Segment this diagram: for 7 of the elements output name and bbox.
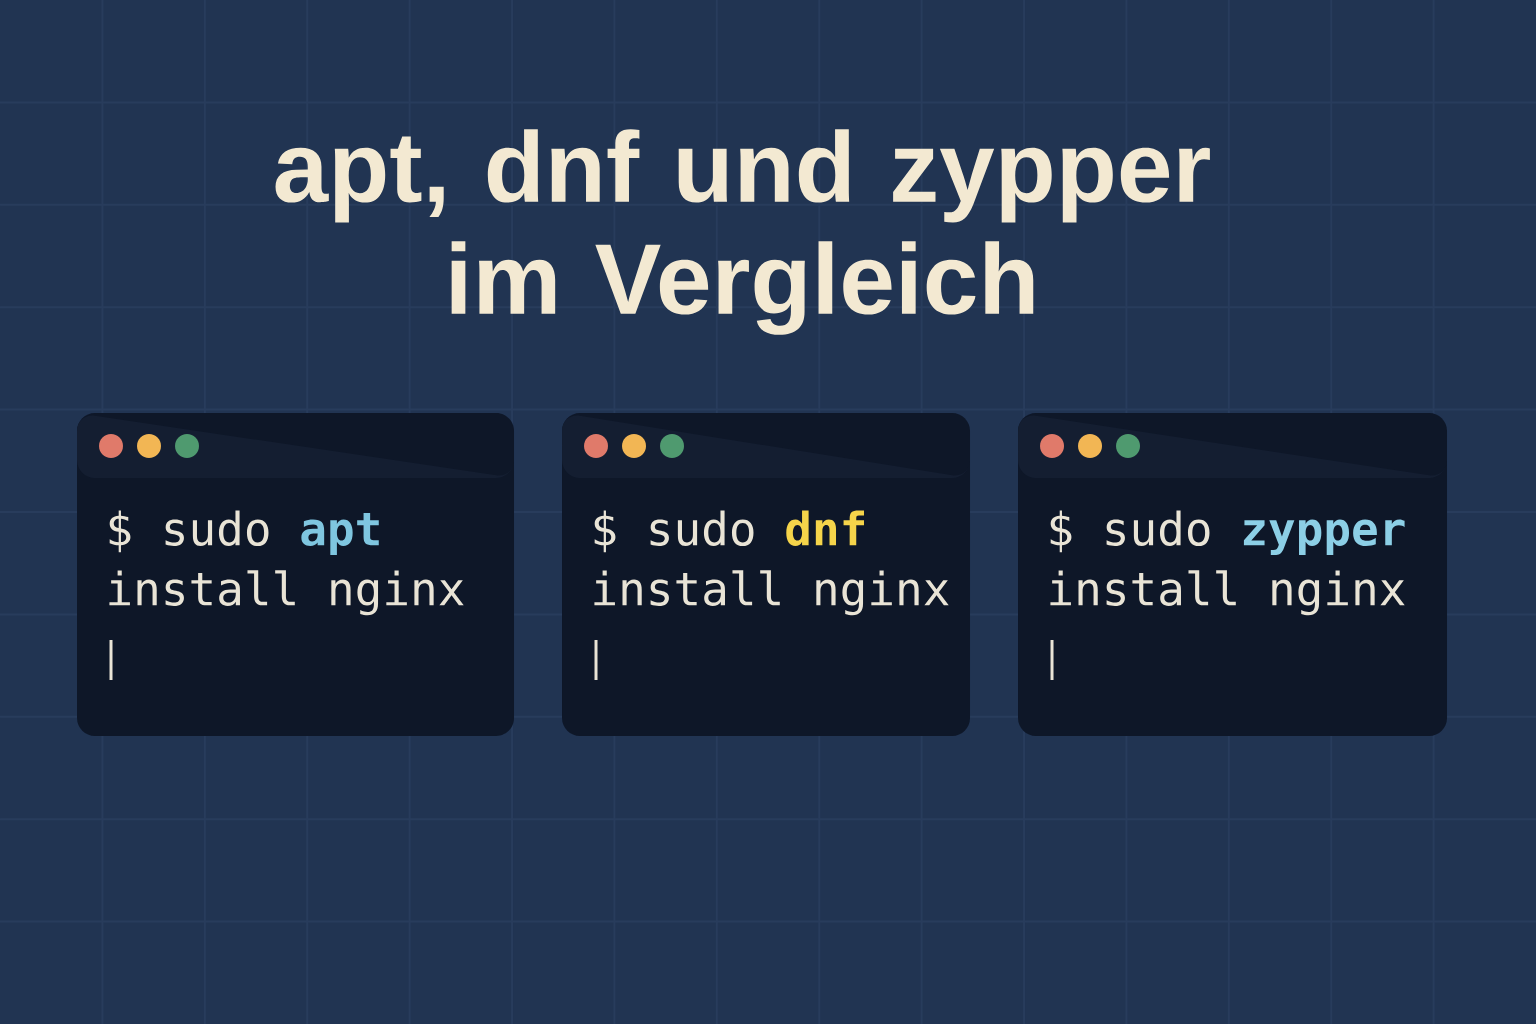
command-text: $ sudo apt install nginx bbox=[109, 510, 464, 616]
title: apt, dnf und zypper im Vergleich bbox=[275, 129, 1210, 335]
command-text: $ sudo dnf install nginx bbox=[594, 510, 949, 616]
terminal-window bbox=[562, 413, 970, 736]
command-text: $ sudo zypper install nginx bbox=[1050, 510, 1405, 616]
terminal-window bbox=[1018, 413, 1447, 736]
terminal-window bbox=[77, 413, 514, 736]
